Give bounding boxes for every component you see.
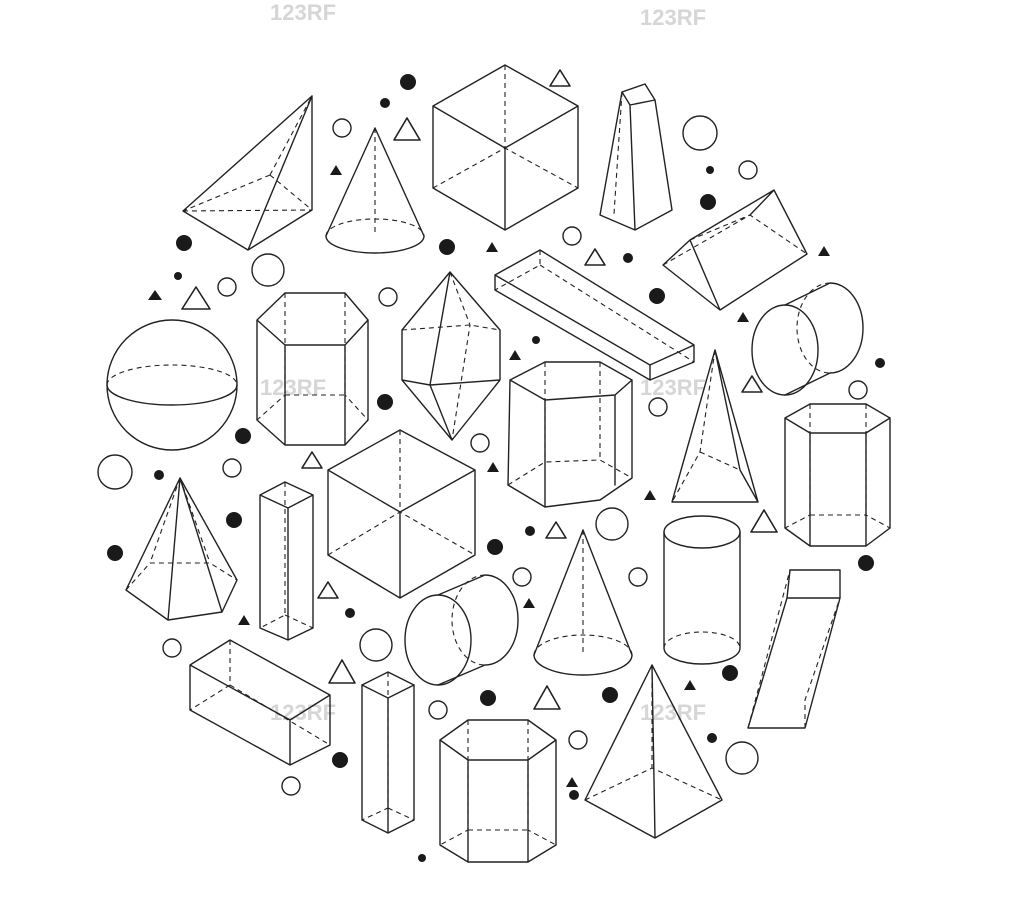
watermark: 123RF [260, 375, 326, 400]
octahedron [401, 271, 501, 441]
watermark: 123RF [270, 0, 336, 25]
box [189, 639, 331, 766]
pyramid-frustum [599, 83, 673, 231]
pentagonal-pyramid [125, 477, 238, 621]
watermark-group: 123RF 123RF 123RF 123RF 123RF 123RF [260, 0, 706, 725]
cone [325, 127, 425, 254]
cone [533, 529, 633, 676]
cube [327, 429, 476, 599]
decorative-triangles [148, 69, 830, 787]
octagonal-prism [439, 719, 557, 863]
watermark: 123RF [640, 700, 706, 725]
square-pyramid [671, 349, 759, 503]
cylinder-lying [404, 574, 519, 686]
triangular-pyramid [182, 95, 313, 251]
cube [432, 64, 579, 231]
cylinder [663, 515, 741, 665]
octagonal-prism [784, 403, 891, 547]
pyramid [584, 664, 723, 839]
square-column [361, 671, 415, 834]
tilted-box [747, 569, 841, 729]
octagonal-prism [507, 361, 633, 508]
cylinder-lying [751, 282, 864, 396]
decorative-dots [107, 74, 885, 862]
decorative-circles [97, 115, 868, 796]
watermark: 123RF [640, 5, 706, 30]
long-box [494, 249, 695, 381]
triangular-prism [662, 189, 808, 311]
hexagonal-prism [256, 292, 369, 446]
sphere [106, 319, 238, 451]
square-column [259, 481, 314, 641]
